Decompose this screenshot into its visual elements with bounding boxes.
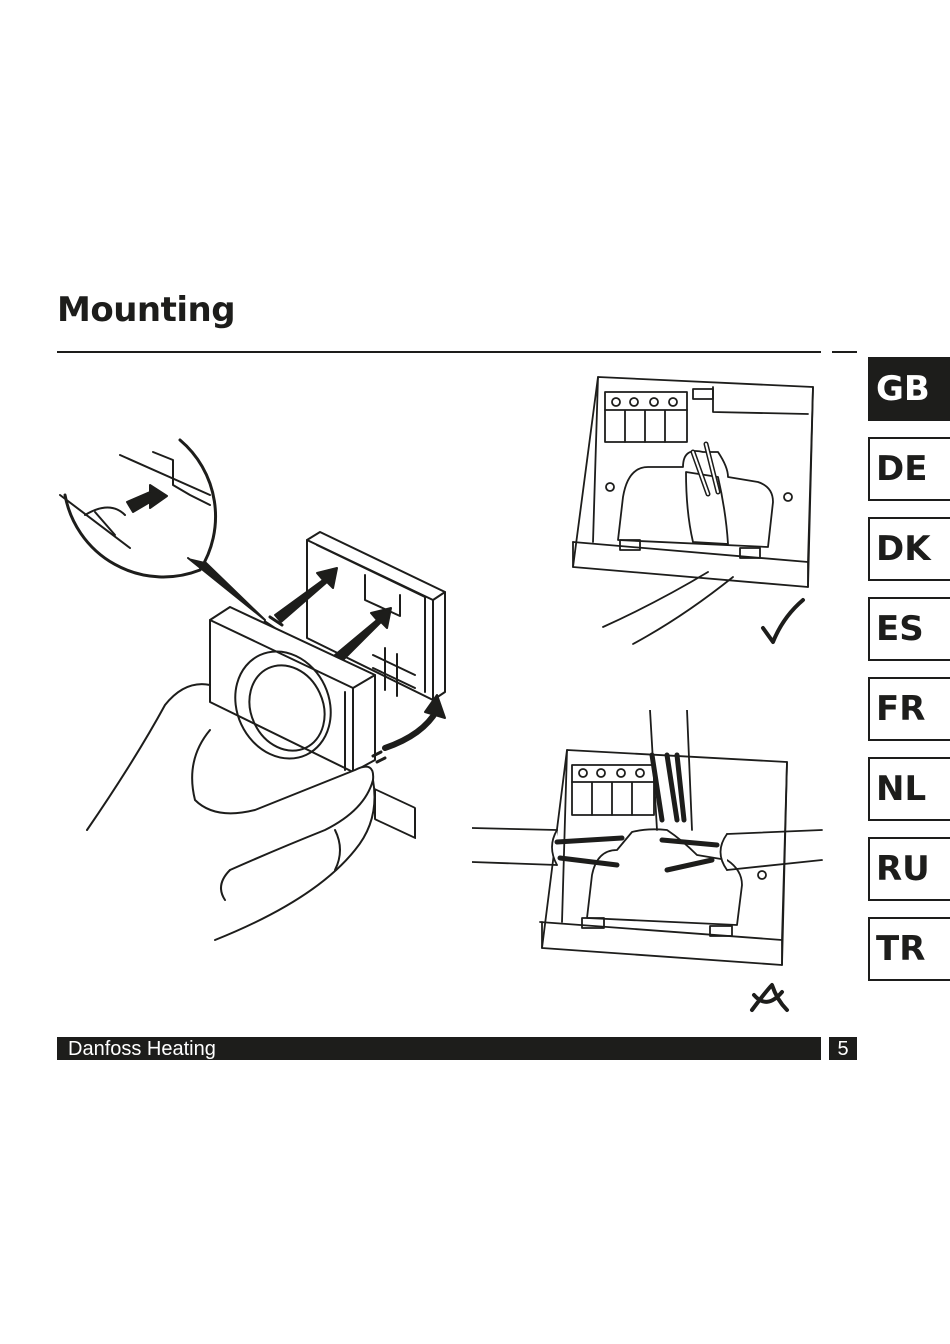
checkmark-icon: [763, 600, 803, 642]
tab-fr[interactable]: FR: [868, 677, 950, 741]
tab-ru[interactable]: RU: [868, 837, 950, 901]
tab-nl[interactable]: NL: [868, 757, 950, 821]
tab-dk[interactable]: DK: [868, 517, 950, 581]
title-divider-short: [832, 351, 857, 353]
page-title: Mounting: [57, 290, 235, 330]
language-tabs: GB DE DK ES FR NL RU TR: [868, 357, 950, 997]
cross-icon: [752, 985, 787, 1010]
tab-es[interactable]: ES: [868, 597, 950, 661]
footer-brand: Danfoss Heating: [57, 1037, 821, 1060]
wrong-cable-illustration: [472, 710, 832, 1020]
page-number: 5: [829, 1037, 857, 1060]
correct-cable-illustration: [568, 372, 818, 652]
mounting-illustration: [55, 430, 455, 950]
tab-tr[interactable]: TR: [868, 917, 950, 981]
title-divider: [57, 351, 821, 353]
tab-gb[interactable]: GB: [868, 357, 950, 421]
tab-de[interactable]: DE: [868, 437, 950, 501]
